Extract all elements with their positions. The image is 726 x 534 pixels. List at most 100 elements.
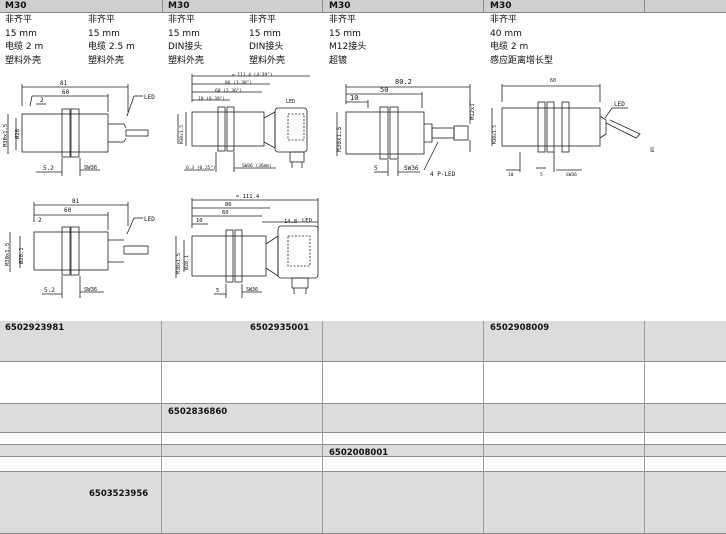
dim-text: Ø5 <box>649 146 656 152</box>
led-label: LED <box>144 94 155 101</box>
table-row <box>0 404 726 433</box>
table-row <box>0 321 726 362</box>
dim-text: M30x1.5 <box>492 125 498 144</box>
spec-range: 15 mm <box>5 28 37 39</box>
spec-connection: M12接头 <box>329 42 367 52</box>
dim-text: M30x1.5 <box>176 253 182 274</box>
dim-text: SW36 <box>84 287 97 293</box>
dim-text: 6.3 (0.25") <box>186 165 216 171</box>
spec-housing: 塑料外壳 <box>168 55 205 66</box>
dim-text: Ø28.1 <box>18 247 25 264</box>
dim-text: 5 <box>540 172 543 178</box>
dim-text: 5.2 <box>43 165 54 172</box>
dim-text: SW36 <box>404 165 419 172</box>
column-title: M30 <box>168 1 190 11</box>
specs-list: 非齐平 15 mm M12接头 超镀 <box>329 14 366 68</box>
spec-housing: 超镀 <box>329 55 348 66</box>
order-code: 6502935001 <box>250 323 310 333</box>
column-divider <box>161 321 162 533</box>
dim-text: 14.8 <box>284 219 297 225</box>
specs-list: 非齐平 40 mm 电缆 2 m 感应距离增长型 <box>490 14 553 68</box>
spec-mount: 非齐平 <box>168 15 196 25</box>
order-code: 6503523956 <box>89 489 149 499</box>
spec-mount: 非齐平 <box>490 15 518 25</box>
order-code: 6502908009 <box>490 323 550 333</box>
drawing-longrange-sensor <box>491 84 641 172</box>
drawing-cable-sensor <box>7 84 149 176</box>
dim-text: SW36 <box>246 287 258 293</box>
table-row <box>0 457 726 472</box>
table-row <box>0 445 726 457</box>
order-code: 6502923981 <box>5 323 65 333</box>
spec-range: 15 mm <box>88 28 120 39</box>
specs-list: 非齐平 15 mm DIN接头 塑料外壳 <box>168 14 204 68</box>
dim-text: SW36 (36mm) <box>242 163 272 169</box>
specs-list: 非齐平 15 mm 电缆 2.5 m 塑料外壳 <box>88 14 135 68</box>
technical-drawings: 81 60 2 LED M30x1.5 Ø28 5.2 SW36 <box>3 72 656 298</box>
led-label: LED <box>144 216 155 223</box>
header-divider <box>162 0 163 12</box>
dim-text: 10 (0.39") <box>198 96 225 102</box>
spec-connection: 电缆 2 m <box>490 42 529 52</box>
spec-connection: DIN接头 <box>168 42 203 52</box>
dim-text: 60 <box>64 207 72 214</box>
dim-text: SW36 <box>566 172 577 178</box>
dim-text: M12x1 <box>470 103 476 120</box>
spec-range: 15 mm <box>249 28 281 39</box>
dim-text: Ø28.1 <box>183 255 190 270</box>
spec-mount: 非齐平 <box>249 15 277 25</box>
dim-text: 86 <box>225 202 232 208</box>
dim-text: 5 <box>374 165 378 172</box>
dim-text: Ø28 <box>14 129 21 139</box>
dim-text: SW36 <box>84 165 97 171</box>
spec-range: 40 mm <box>490 28 522 39</box>
spec-housing: 感应距离增长型 <box>490 55 554 66</box>
dim-text: 50 <box>380 86 388 94</box>
header-divider <box>644 0 645 12</box>
table-row <box>0 472 726 534</box>
spec-range: 15 mm <box>168 28 200 39</box>
dim-text: M30x1.5 <box>3 124 9 147</box>
dim-text: ≈ 111.4 (4.39") <box>232 72 273 78</box>
column-title: M30 <box>329 1 351 11</box>
dim-text: 60 <box>62 89 70 96</box>
column-title: M30 <box>490 1 512 11</box>
dim-text: 5 <box>216 288 219 294</box>
spec-mount: 非齐平 <box>329 15 357 25</box>
order-code: 6502836860 <box>168 407 228 417</box>
dim-text: M30x1.5 <box>179 125 185 144</box>
dim-text: 10 <box>350 94 358 102</box>
dim-text: 86 (3.38") <box>225 80 252 86</box>
dim-text: 2 <box>40 97 44 104</box>
dim-text: 60 <box>222 210 229 216</box>
dim-text: 60 <box>550 78 556 84</box>
drawing-m12-sensor <box>336 84 471 176</box>
column-divider <box>483 321 484 533</box>
table-row <box>0 433 726 445</box>
drawing-din-sensor <box>177 74 310 172</box>
led-label: LED <box>614 101 625 108</box>
column-title: M30 <box>5 1 27 11</box>
spec-housing: 塑料外壳 <box>5 55 42 66</box>
header-divider <box>322 0 323 12</box>
dim-text: 81 <box>60 80 68 87</box>
dim-text: 81 <box>72 198 80 205</box>
spec-housing: 塑料外壳 <box>88 55 125 66</box>
dim-text: M30x1.5 <box>336 126 343 152</box>
ordering-table: 6502923981 6502935001 6502908009 6502836… <box>0 321 726 534</box>
spec-mount: 非齐平 <box>5 15 33 25</box>
dim-text: 60 (2.36") <box>215 88 242 94</box>
table-row <box>0 362 726 404</box>
led-label: LED <box>286 99 295 105</box>
spec-range: 15 mm <box>329 28 361 39</box>
spec-connection: 电缆 2 m <box>5 42 44 52</box>
spec-connection: 电缆 2.5 m <box>88 42 135 52</box>
dim-text: M30x1.5 <box>5 243 11 266</box>
spec-connection: DIN接头 <box>249 42 284 52</box>
order-code: 6502008001 <box>329 448 389 458</box>
dim-text: 4 P-LED <box>430 171 456 178</box>
header-band <box>0 0 726 13</box>
specs-list: 非齐平 15 mm 电缆 2 m 塑料外壳 <box>5 14 43 68</box>
drawing-cable-sensor-variant <box>9 202 149 298</box>
column-divider <box>644 321 645 533</box>
